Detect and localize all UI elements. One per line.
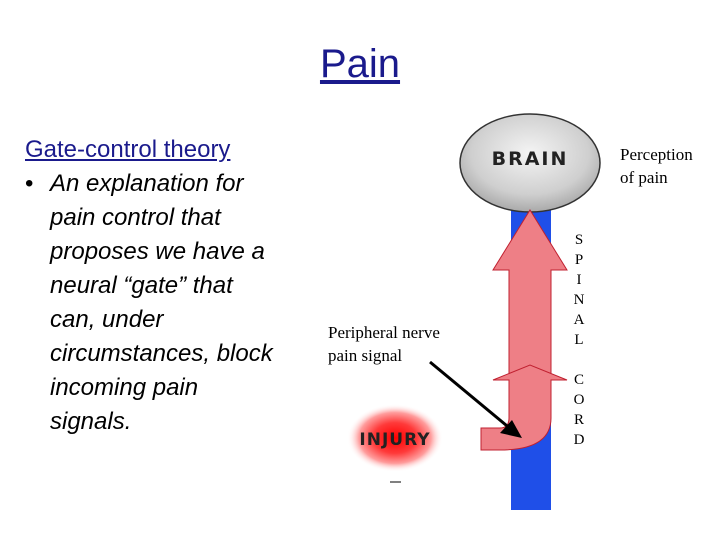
upward-arrow <box>492 209 568 381</box>
peripheral-label-line-2: pain signal <box>328 346 402 365</box>
nerve-signal-line <box>429 360 513 432</box>
spinal-letter: S <box>575 232 583 248</box>
slide-title: Pain <box>319 42 401 86</box>
spinal-letter: A <box>574 312 585 328</box>
bullet-line: can, under <box>50 306 164 333</box>
cord-letter: C <box>574 372 584 388</box>
cord-letter: R <box>574 412 584 428</box>
cord-letter: D <box>574 432 585 448</box>
bullet-line: neural “gate” that <box>50 272 233 299</box>
bullet-item: • An explanation for pain control that p… <box>25 167 325 439</box>
theory-heading: Gate-control theory <box>25 136 231 163</box>
bullet-marker: • <box>25 170 34 197</box>
peripheral-label-line-1: Peripheral nerve <box>328 323 440 342</box>
bullet-line: An explanation for <box>50 170 244 197</box>
spinal-letter: I <box>577 272 582 288</box>
bullet-line: signals. <box>50 408 132 435</box>
spinal-letter: L <box>574 332 583 348</box>
nerve-signal-arrowhead <box>500 420 522 438</box>
bullet-line: pain control that <box>50 204 221 231</box>
bullet-text: An explanation for pain control that pro… <box>50 167 273 439</box>
spinal-letter: P <box>575 252 583 268</box>
peripheral-elbow-arrow <box>480 364 568 451</box>
perception-label-line-1: Perception <box>620 145 693 164</box>
perception-label-line-2: of pain <box>620 168 668 187</box>
cord-letter: O <box>574 392 585 408</box>
cord-letters: C O R D <box>574 372 585 448</box>
spinal-letter: N <box>574 292 585 308</box>
bullet-line: proposes we have a <box>50 238 265 265</box>
bullet-line: circumstances, block <box>50 340 273 367</box>
spinal-letters: S P I N A L <box>574 232 585 348</box>
brain-label: BRAIN <box>492 148 569 170</box>
injury-glow <box>347 404 443 472</box>
injury-label: INJURY <box>359 430 430 450</box>
text-block: Gate-control theory • An explanation for… <box>25 133 325 439</box>
bullet-line: incoming pain <box>50 374 199 401</box>
